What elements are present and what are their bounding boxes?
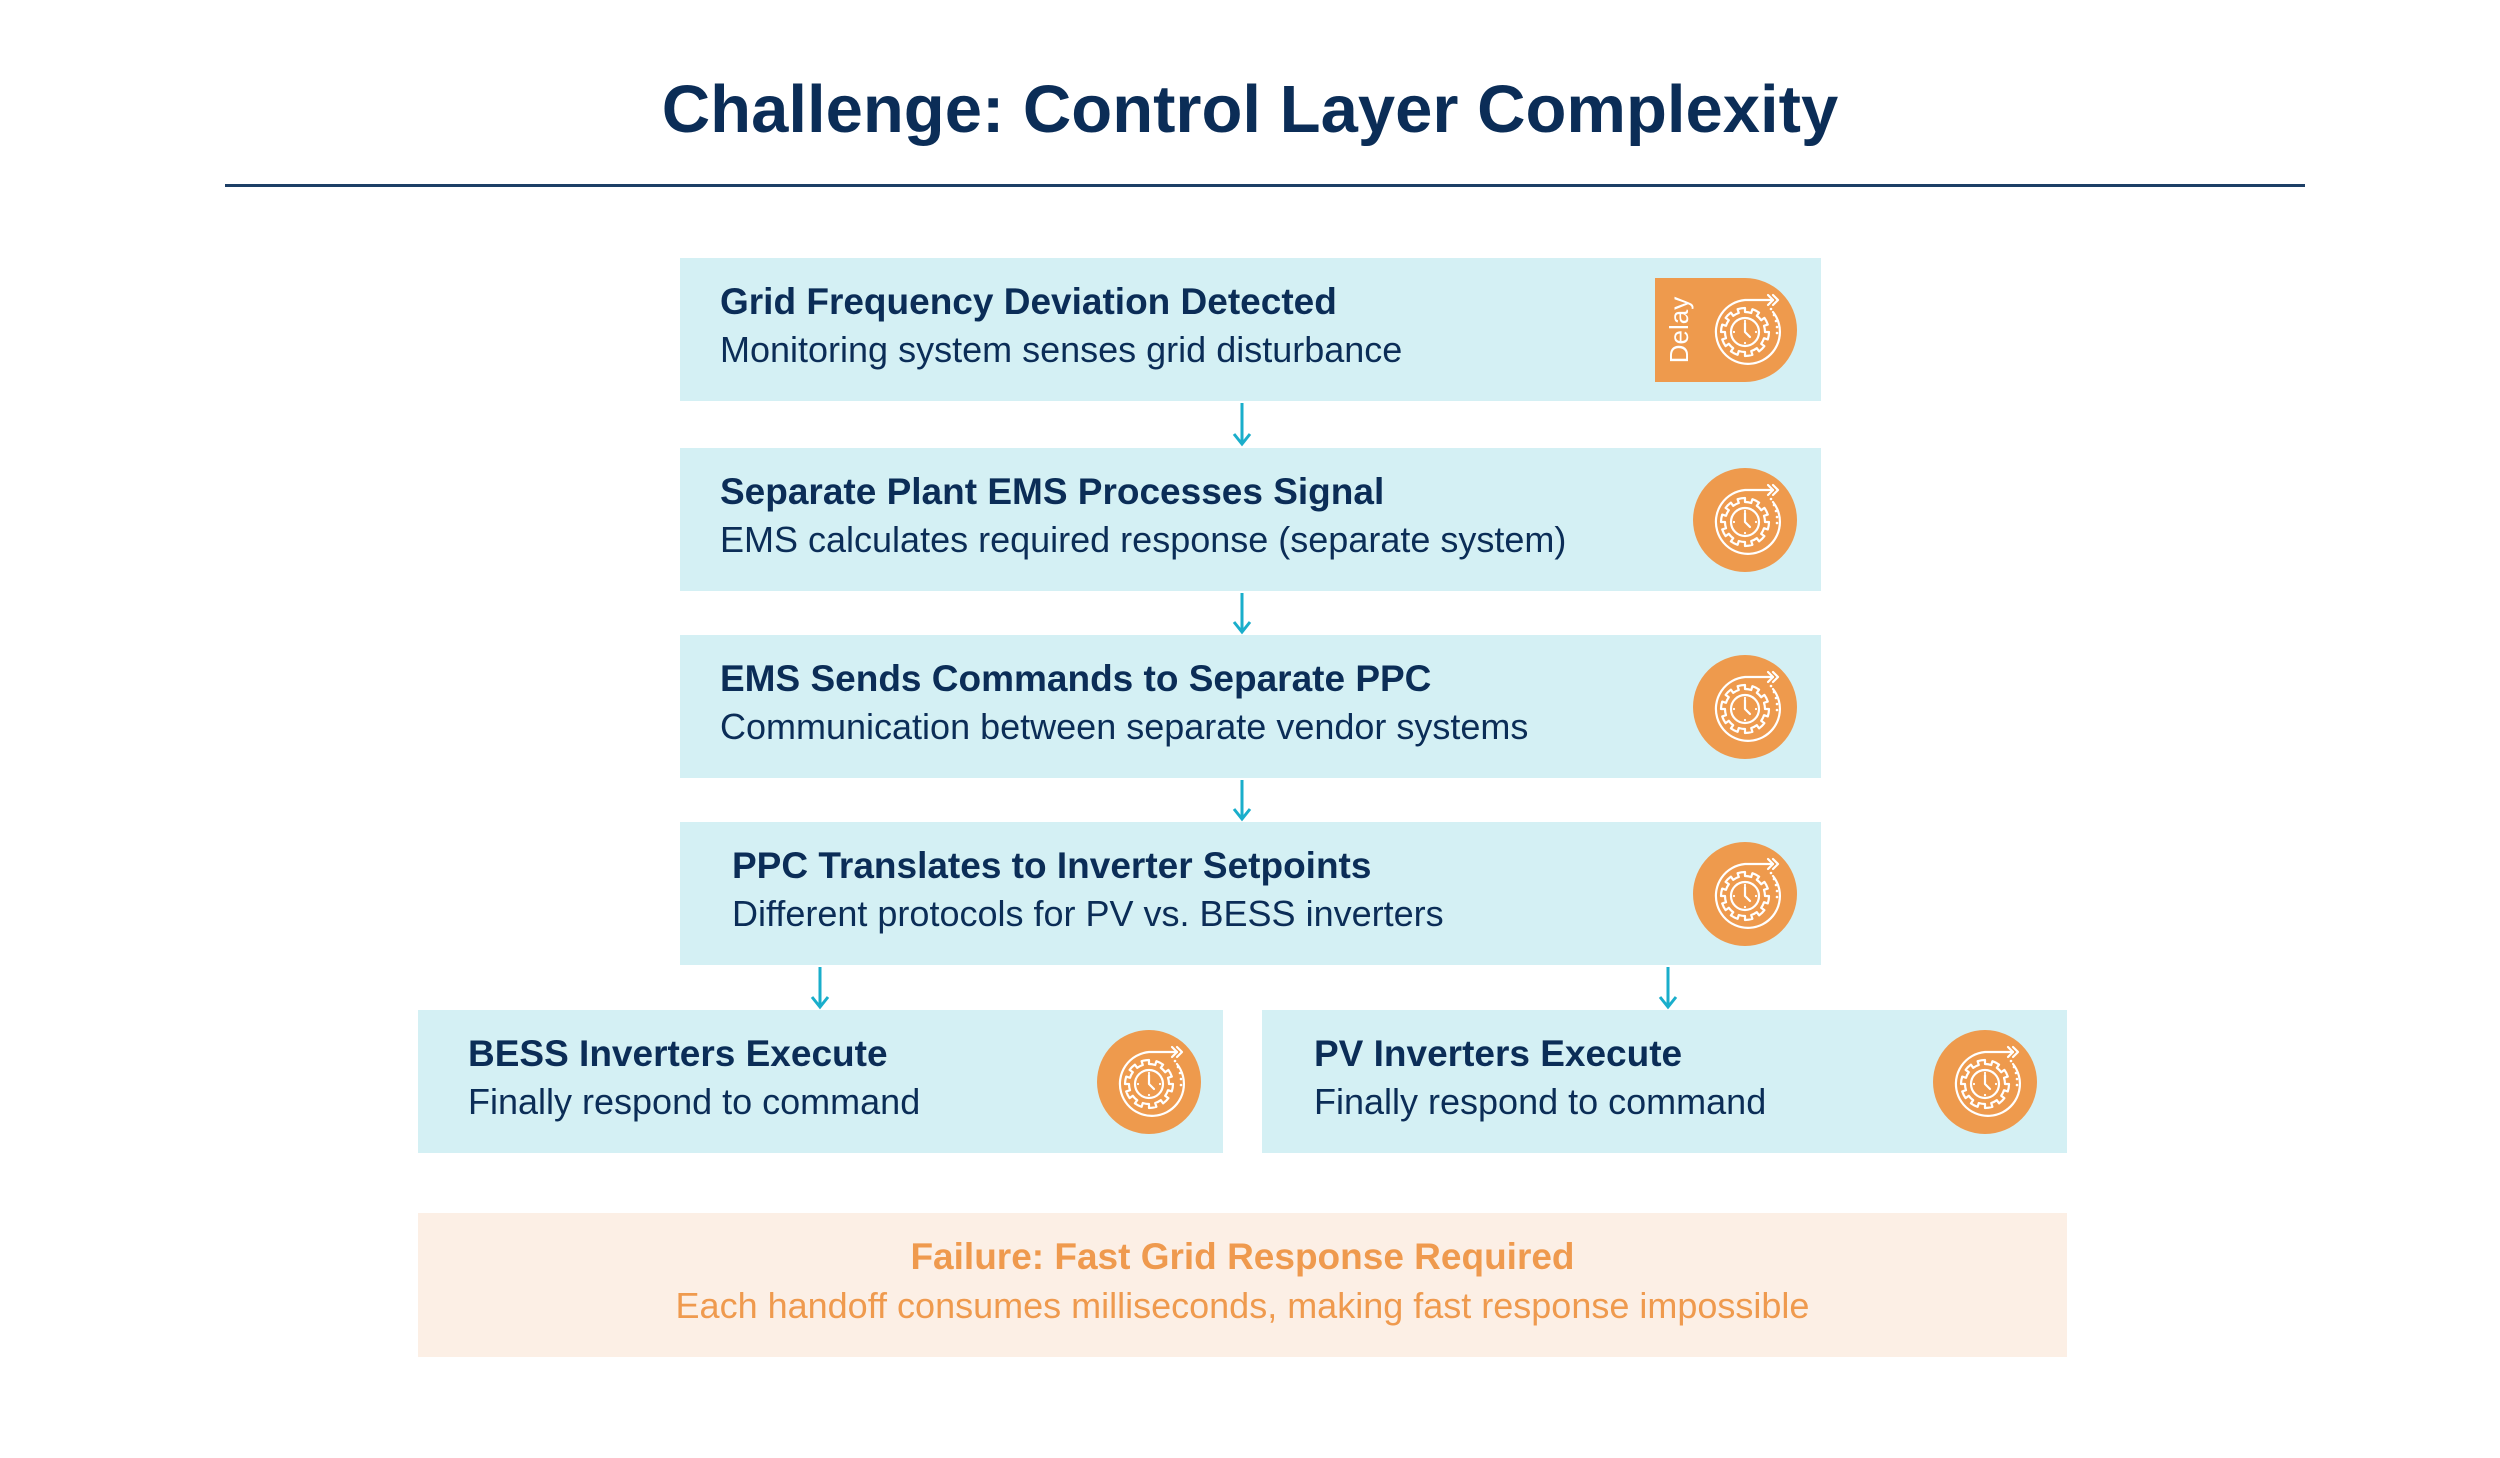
branch-heading: BESS Inverters Execute: [468, 1033, 888, 1074]
step-detail: EMS calculates required response (separa…: [720, 519, 1567, 560]
delay-clock-gear-icon: [1714, 483, 1781, 555]
branch-detail: Finally respond to command: [1314, 1081, 1767, 1122]
flow-arrow-pv: [1658, 967, 1678, 1010]
flow-arrow: [1232, 403, 1252, 447]
delay-clock-gear-icon: [1714, 670, 1781, 742]
branch-pv-inverters: PV Inverters Execute Finally respond to …: [1262, 1010, 2067, 1153]
title-divider: [225, 184, 2305, 187]
failure-heading: Failure: Fast Grid Response Required: [910, 1236, 1575, 1277]
delay-clock-gear-icon: [1714, 293, 1781, 365]
outer-ring: [1118, 1050, 1185, 1117]
delay-icon-badge: [1693, 468, 1797, 572]
delay-clock-gear-icon: [1118, 1045, 1185, 1117]
delay-clock-gear-icon: [1954, 1045, 2021, 1117]
page-title: Challenge: Control Layer Complexity: [661, 72, 1839, 147]
delay-badge: Delay: [1655, 278, 1797, 382]
step-heading: Grid Frequency Deviation Detected: [720, 281, 1337, 322]
outer-ring: [1714, 675, 1781, 742]
delay-clock-gear-icon: [1714, 857, 1781, 929]
step-heading: PPC Translates to Inverter Setpoints: [732, 845, 1372, 886]
delay-badge-label: Delay: [1664, 296, 1694, 364]
delay-icon-badge: [1933, 1030, 2037, 1134]
flow-arrow-bess: [810, 967, 830, 1010]
step-heading: Separate Plant EMS Processes Signal: [720, 471, 1385, 512]
branch-heading: PV Inverters Execute: [1314, 1033, 1683, 1074]
failure-detail: Each handoff consumes milliseconds, maki…: [675, 1285, 1810, 1326]
outer-ring: [1714, 488, 1781, 555]
step-detail: Monitoring system senses grid disturbanc…: [720, 329, 1403, 370]
flow-arrow: [1232, 593, 1252, 635]
delay-icon-badge: [1693, 655, 1797, 759]
outer-ring: [1714, 862, 1781, 929]
delay-icon-badge: [1097, 1030, 1201, 1134]
outer-ring: [1714, 298, 1781, 365]
step-heading: EMS Sends Commands to Separate PPC: [720, 658, 1432, 699]
delay-icon-badge: [1693, 842, 1797, 946]
branch-detail: Finally respond to command: [468, 1081, 921, 1122]
failure-callout: Failure: Fast Grid Response Required Eac…: [418, 1213, 2067, 1357]
step-ppc-translates: PPC Translates to Inverter Setpoints Dif…: [680, 822, 1821, 965]
step-detail: Communication between separate vendor sy…: [720, 706, 1529, 747]
step-grid-frequency-detected: Grid Frequency Deviation Detected Monito…: [680, 258, 1821, 401]
flow-arrow: [1232, 780, 1252, 822]
step-ems-sends-commands: EMS Sends Commands to Separate PPC Commu…: [680, 635, 1821, 778]
step-detail: Different protocols for PV vs. BESS inve…: [732, 893, 1444, 934]
branch-bess-inverters: BESS Inverters Execute Finally respond t…: [418, 1010, 1223, 1153]
outer-ring: [1954, 1050, 2021, 1117]
step-ems-processes-signal: Separate Plant EMS Processes Signal EMS …: [680, 448, 1821, 591]
